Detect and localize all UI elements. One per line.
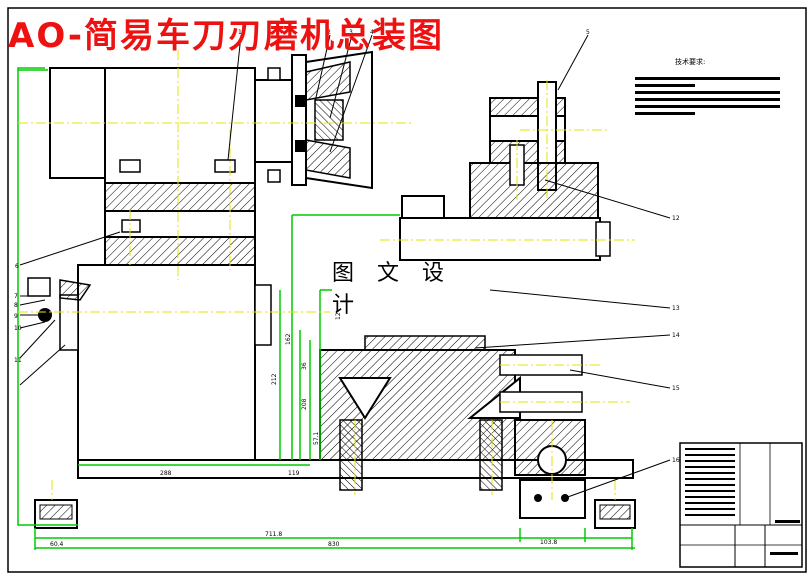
dim-12: 12: [335, 312, 342, 320]
part-tag-2: 2: [327, 29, 331, 36]
part-tag-8: 8: [14, 302, 18, 309]
part-tag-11: 11: [14, 357, 22, 364]
dim-212: 212: [271, 373, 278, 385]
dim-119: 119: [288, 470, 300, 477]
part-tag-4: 4: [370, 29, 374, 36]
grinding-wheel: [291, 50, 373, 190]
left-column: [27, 264, 272, 461]
part-tag-13: 13: [672, 305, 680, 312]
part-tag-1: 1: [238, 29, 242, 36]
part-tag-9: 9: [14, 313, 18, 320]
center-lines: [18, 50, 635, 500]
dim-57-1: 57.1: [313, 431, 320, 445]
dim-36: 36: [301, 362, 308, 370]
leader-lines: [19, 34, 671, 499]
dimension-texts: 288 119 711.8 830 103.8 60.4 212 208 162…: [50, 312, 557, 548]
part-tag-3: 3: [349, 29, 353, 36]
part-tags: 1 2 3 4 5 6 7 8 9 10 11 12 13 14 15 16: [14, 29, 680, 464]
part-tag-6: 6: [15, 263, 19, 270]
dim-830: 830: [328, 541, 340, 548]
part-tag-12: 12: [672, 215, 680, 222]
dim-208: 208: [301, 398, 308, 410]
dimension-lines: [17, 67, 635, 550]
part-tag-15: 15: [672, 385, 680, 392]
dim-162: 162: [285, 333, 292, 345]
title-block-rows: [685, 448, 800, 555]
tool-holder-upper: [469, 81, 599, 224]
dim-711-8: 711.8: [265, 531, 282, 538]
technical-requirements-text: [635, 77, 780, 115]
part-tag-16: 16: [672, 457, 680, 464]
drawing-frame: [7, 7, 807, 573]
drawing-title: AO-简易车刀刃磨机总装图: [8, 16, 444, 56]
motor: [49, 67, 294, 184]
part-tag-10: 10: [14, 325, 22, 332]
watermark: 图 文 设 计: [332, 261, 478, 318]
part-tag-5: 5: [586, 29, 590, 36]
technical-requirements-title: 技术要求:: [675, 58, 706, 66]
part-tag-7: 7: [14, 293, 18, 300]
motor-base-block: [104, 182, 256, 266]
part-tag-14: 14: [672, 332, 680, 339]
slide-shaft: [399, 195, 611, 261]
dim-103-8: 103.8: [540, 539, 557, 546]
title-block: [679, 442, 803, 568]
dim-288: 288: [160, 470, 172, 477]
dim-60-4: 60.4: [50, 541, 64, 548]
